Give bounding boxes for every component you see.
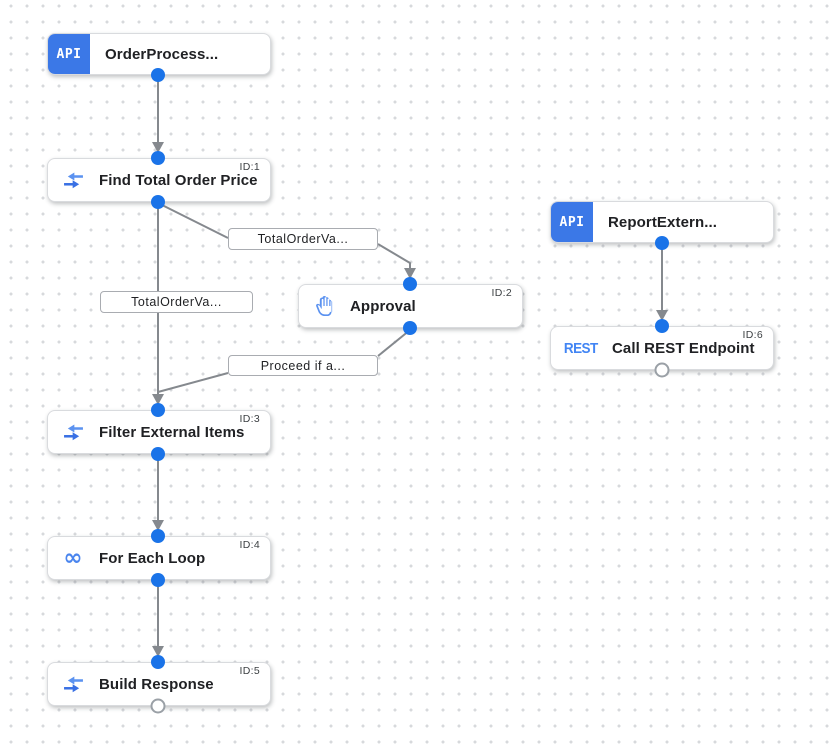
open-connection-port[interactable] [150, 698, 166, 714]
connection-port[interactable] [151, 403, 165, 417]
connection-port[interactable] [151, 151, 165, 165]
task-label: Filter External Items [99, 423, 245, 441]
infinity-icon: ∞ [63, 545, 83, 571]
trigger-node-report-extern[interactable]: API ReportExtern... [550, 201, 774, 243]
trigger-node-order-process[interactable]: API OrderProcess... [47, 33, 271, 75]
trigger-label: OrderProcess... [105, 45, 219, 63]
connection-port[interactable] [403, 321, 417, 335]
rest-badge: REST [564, 339, 598, 357]
api-badge-icon: API [48, 34, 90, 74]
task-label: Find Total Order Price [99, 171, 258, 189]
edge-label-total-order-value-2[interactable]: TotalOrderVa... [100, 291, 253, 313]
node-id-badge: ID:2 [491, 287, 512, 299]
node-id-badge: ID:3 [239, 413, 260, 425]
task-label: For Each Loop [99, 549, 206, 567]
edge-label-total-order-value-1[interactable]: TotalOrderVa... [228, 228, 378, 250]
connection-port[interactable] [151, 573, 165, 587]
connection-port[interactable] [151, 447, 165, 461]
node-id-badge: ID:5 [239, 665, 260, 677]
task-label: Build Response [99, 675, 214, 693]
task-label: Approval [350, 297, 416, 315]
data-mapping-icon [61, 168, 85, 192]
trigger-label: ReportExtern... [608, 213, 718, 231]
connection-port[interactable] [151, 529, 165, 543]
connection-port[interactable] [151, 655, 165, 669]
api-badge-icon: API [551, 202, 593, 242]
hand-icon [312, 294, 336, 318]
task-node-approval[interactable]: ID:2 Approval [298, 284, 523, 328]
node-id-badge: ID:4 [239, 539, 260, 551]
connection-port[interactable] [655, 319, 669, 333]
connection-port[interactable] [151, 68, 165, 82]
connection-port[interactable] [655, 236, 669, 250]
node-id-badge: ID:6 [742, 329, 763, 341]
task-label: Call REST Endpoint [612, 339, 755, 357]
edge-label-proceed-if[interactable]: Proceed if a... [228, 355, 378, 376]
connection-port[interactable] [151, 195, 165, 209]
data-mapping-icon [61, 420, 85, 444]
data-mapping-icon [61, 672, 85, 696]
connection-port[interactable] [403, 277, 417, 291]
node-id-badge: ID:1 [239, 161, 260, 173]
open-connection-port[interactable] [654, 362, 670, 378]
